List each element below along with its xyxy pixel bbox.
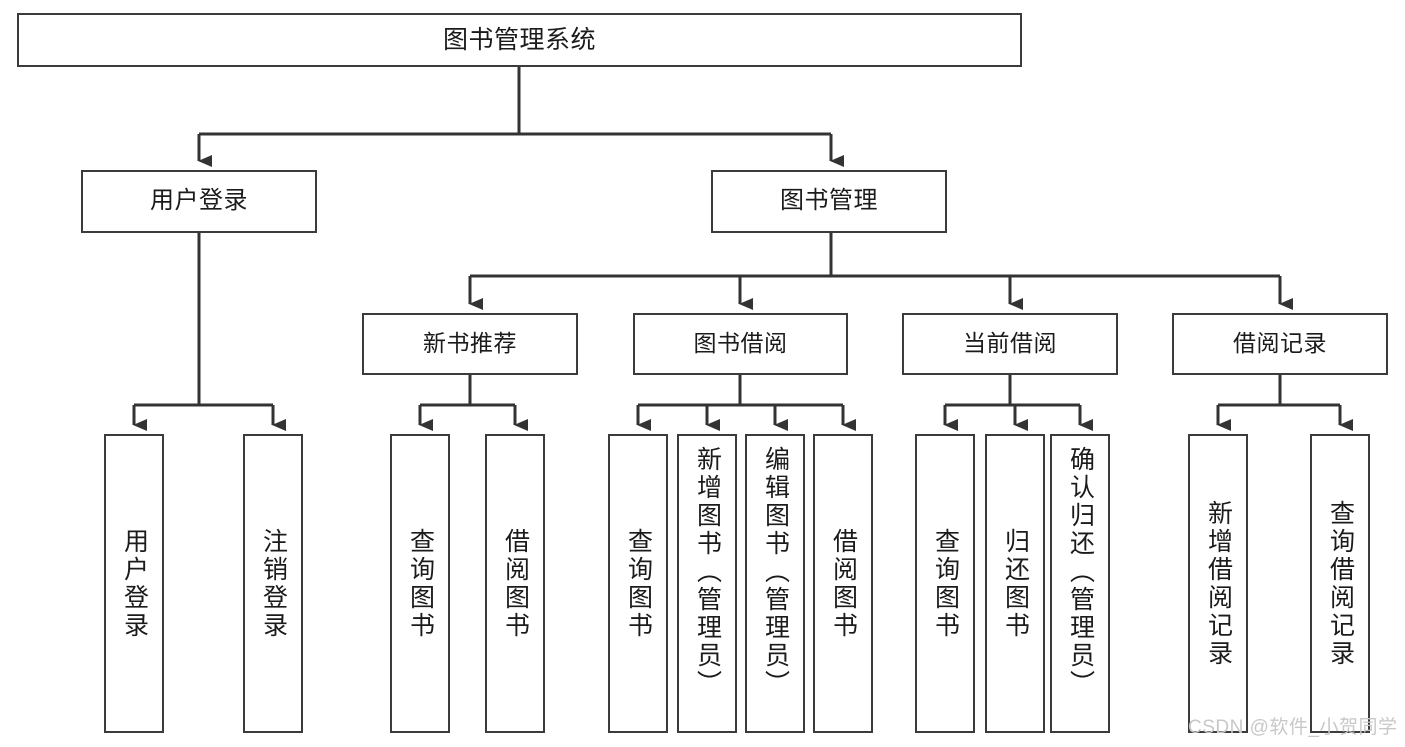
node-leaf-user-login[interactable]: 用户登录	[104, 434, 164, 733]
node-user-login-label: 用户登录	[150, 187, 248, 215]
node-leaf-add-record-label: 新增借阅记录	[1204, 499, 1233, 668]
node-leaf-query-book-2[interactable]: 查询图书	[608, 434, 668, 733]
node-leaf-query-book-3[interactable]: 查询图书	[915, 434, 975, 733]
node-leaf-add-book-label: 新增图书（管理员）	[693, 446, 722, 698]
node-new-book-recommend[interactable]: 新书推荐	[362, 313, 578, 375]
node-leaf-query-book-2-label: 查询图书	[624, 527, 653, 640]
node-root-label: 图书管理系统	[442, 26, 596, 54]
node-user-login[interactable]: 用户登录	[81, 170, 317, 233]
node-book-manage-label: 图书管理	[780, 187, 878, 215]
node-current-borrow[interactable]: 当前借阅	[902, 313, 1118, 375]
node-leaf-logout[interactable]: 注销登录	[243, 434, 303, 733]
node-book-manage[interactable]: 图书管理	[711, 170, 947, 233]
node-leaf-confirm-return-label: 确认归还（管理员）	[1066, 446, 1095, 698]
node-borrow-record[interactable]: 借阅记录	[1172, 313, 1388, 375]
node-leaf-query-record[interactable]: 查询借阅记录	[1310, 434, 1370, 733]
node-leaf-query-book-3-label: 查询图书	[931, 527, 960, 640]
node-leaf-borrow-book-2[interactable]: 借阅图书	[813, 434, 873, 733]
node-current-borrow-label: 当前借阅	[963, 330, 1057, 357]
node-leaf-borrow-book-2-label: 借阅图书	[829, 527, 858, 640]
node-new-book-recommend-label: 新书推荐	[423, 330, 517, 357]
node-leaf-add-record[interactable]: 新增借阅记录	[1188, 434, 1248, 733]
node-book-borrow[interactable]: 图书借阅	[633, 313, 848, 375]
node-leaf-return-book[interactable]: 归还图书	[985, 434, 1045, 733]
node-leaf-add-book[interactable]: 新增图书（管理员）	[677, 434, 737, 733]
node-borrow-record-label: 借阅记录	[1233, 330, 1327, 357]
node-leaf-edit-book[interactable]: 编辑图书（管理员）	[745, 434, 805, 733]
node-leaf-query-book-1[interactable]: 查询图书	[390, 434, 450, 733]
node-leaf-return-book-label: 归还图书	[1001, 527, 1030, 640]
node-leaf-borrow-book-1[interactable]: 借阅图书	[485, 434, 545, 733]
node-leaf-borrow-book-1-label: 借阅图书	[501, 527, 530, 640]
node-leaf-confirm-return[interactable]: 确认归还（管理员）	[1050, 434, 1110, 733]
node-book-borrow-label: 图书借阅	[693, 330, 788, 357]
node-leaf-query-book-1-label: 查询图书	[406, 527, 435, 640]
node-leaf-user-login-label: 用户登录	[120, 527, 149, 640]
node-leaf-edit-book-label: 编辑图书（管理员）	[761, 446, 790, 698]
node-leaf-logout-label: 注销登录	[259, 527, 288, 640]
node-leaf-query-record-label: 查询借阅记录	[1326, 499, 1355, 668]
connectors-root	[132, 67, 1353, 431]
node-root[interactable]: 图书管理系统	[17, 13, 1022, 67]
